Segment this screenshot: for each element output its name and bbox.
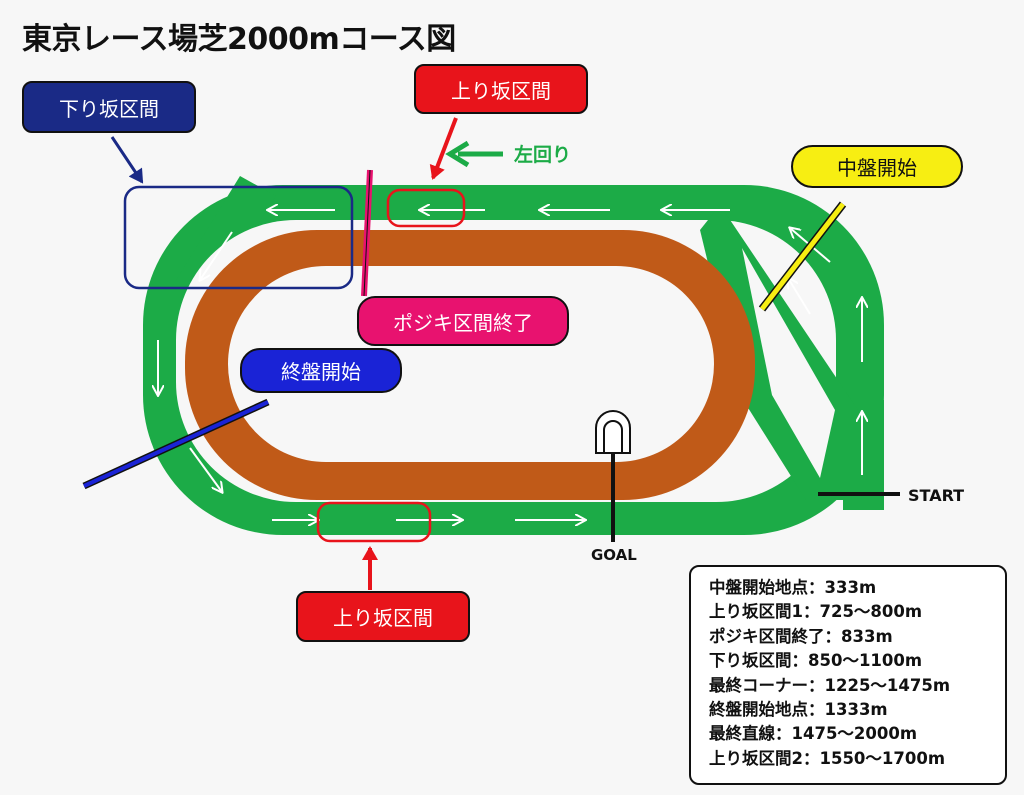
direction-arrows (158, 210, 862, 520)
midgame-start-label: 中盤開始 (791, 145, 963, 188)
info-row: 下り坂区間：850～1100m (709, 651, 923, 671)
uphill-section-top-box (386, 188, 466, 228)
goal-post-icon (595, 410, 631, 542)
info-row: 最終直線：1475～2000m (709, 724, 918, 744)
pogiki-end-marker-outline (363, 169, 371, 297)
downhill-pointer (110, 136, 144, 184)
info-row: 中盤開始地点：333m (709, 578, 877, 597)
final-start-marker (82, 398, 270, 490)
pogiki-end-label: ポジキ区間終了 (357, 296, 569, 346)
info-row: 上り坂区間2：1550～1700m (709, 748, 946, 768)
counter-clockwise-arrow-icon (445, 140, 503, 168)
final-start-label: 終盤開始 (240, 348, 402, 393)
uphill-section-bottom-label: 上り坂区間 (296, 591, 470, 642)
start-label: START (908, 486, 965, 505)
direction-label: 左回り (514, 144, 572, 166)
info-row: 最終コーナー：1225～1475m (709, 675, 951, 695)
info-row: 上り坂区間1：725～800m (709, 602, 923, 622)
downhill-section-box (123, 185, 354, 290)
midgame-start-marker (758, 201, 847, 312)
page-title: 東京レース場芝2000mコース図 (22, 22, 456, 57)
course-info-box: 中盤開始地点：333m 上り坂区間1：725～800m ポジキ区間終了：833m… (689, 565, 1007, 785)
info-row: ポジキ区間終了：833m (709, 626, 893, 646)
info-row: 終盤開始地点：1333m (709, 700, 888, 720)
downhill-section-label: 下り坂区間 (22, 81, 196, 133)
uphill-top-pointer (429, 117, 458, 180)
uphill-section-top-label: 上り坂区間 (414, 64, 588, 114)
uphill-section-bottom-box (316, 501, 432, 543)
goal-label: GOAL (591, 546, 637, 564)
